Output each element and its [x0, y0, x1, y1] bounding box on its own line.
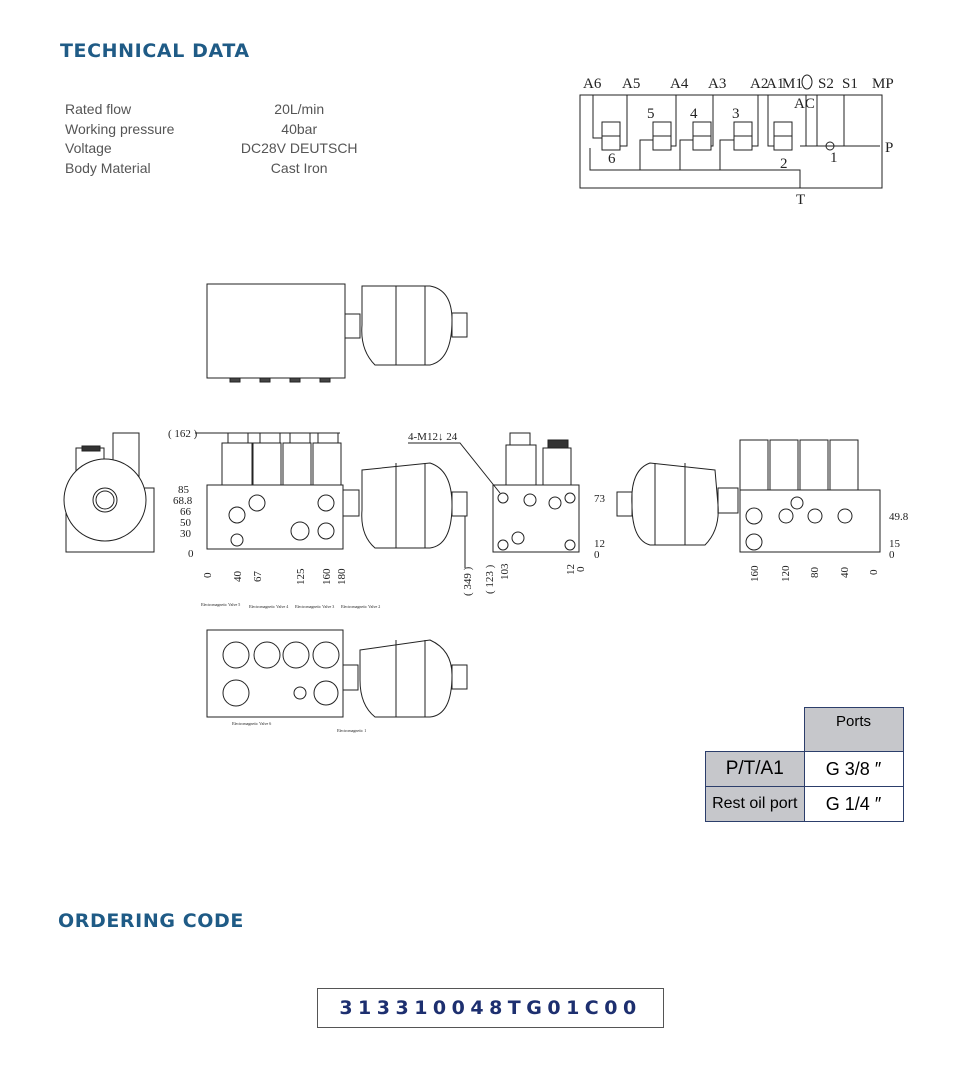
ports-header: Ports: [803, 707, 904, 752]
dimension-label: 49.8: [889, 511, 909, 523]
dimension-label: 12: [565, 564, 577, 575]
ports-table: Ports P/T/A1 G 3/8 ″ Rest oil port G 1/4…: [705, 707, 904, 822]
rear-view-drawing: 49.8 15 0 160 120 80 40 0: [616, 439, 909, 582]
tech-value: 40bar: [281, 120, 318, 137]
dimension-label: 0: [868, 569, 880, 575]
port-label: S1: [842, 76, 858, 92]
dimension-label: 0: [594, 549, 600, 561]
dimension-label: 160: [749, 565, 761, 582]
t-label: T: [796, 192, 805, 208]
dimension-label: 80: [809, 567, 821, 579]
dimension-label: 50: [180, 517, 192, 529]
port-label: MP: [872, 76, 894, 92]
dimension-label: 125: [295, 568, 307, 585]
hydraulic-schematic: A6 A5 A4 A3 A2 A1 M1 S2 S1 MP 6 5 4 3 2 …: [579, 74, 894, 208]
dimension-label: 0: [575, 566, 587, 572]
dimension-label: 85: [178, 484, 190, 496]
tech-row: Rated flow 20L/min: [65, 100, 385, 120]
dimension-label: 15: [889, 538, 901, 550]
port-label: S2: [818, 76, 834, 92]
valve-number: 4: [690, 106, 698, 122]
callout-label: Electromagnetic Valve 4: [249, 604, 288, 609]
ordering-code-box: 313310048TG01C00: [317, 988, 664, 1028]
dimension-label: 12: [594, 538, 605, 550]
dimension-label: ( 349 ): [462, 566, 474, 596]
dimension-label: 120: [780, 565, 792, 582]
bottom-view-drawing: Electromagnetic Valve 5 Electromagnetic …: [201, 602, 468, 733]
dimension-label: 40: [839, 567, 851, 579]
port-label: M1: [782, 76, 803, 92]
dimension-label: 0: [889, 549, 895, 561]
tech-row: Working pressure 40bar: [65, 120, 385, 140]
tech-label: Body Material: [65, 159, 151, 176]
side-view-drawing: 73 12 0 ( 123 ) 103 12 0: [408, 432, 606, 594]
port-size: G 1/4 ″: [803, 786, 904, 822]
valve-number: 2: [780, 156, 788, 172]
dimension-label: 103: [499, 563, 511, 580]
dimension-label: ( 123 ): [484, 564, 496, 594]
tech-row: Voltage DC28V DEUTSCH: [65, 139, 385, 159]
dimension-label: 160: [321, 568, 333, 585]
dimension-label: 68.8: [173, 495, 193, 507]
dimension-label: 73: [594, 493, 606, 505]
tech-label: Voltage: [65, 140, 112, 156]
table-row: P/T/A1 G 3/8 ″: [705, 751, 904, 787]
port-label: A3: [708, 76, 726, 92]
port-label: A1: [766, 76, 784, 92]
tech-value: 20L/min: [274, 101, 325, 117]
dimension-label: 66: [180, 506, 192, 518]
callout-label: Electromagnetic 1: [337, 728, 366, 733]
port-size: G 3/8 ″: [803, 751, 904, 787]
dimension-label: 30: [180, 528, 192, 540]
ac-label: AC: [794, 96, 815, 112]
tech-value: Cast Iron: [270, 159, 328, 176]
dimension-label: 67: [252, 571, 264, 583]
dimension-label: ( 162 ): [168, 428, 198, 440]
tech-value: DC28V DEUTSCH: [240, 140, 358, 156]
port-label: A6: [583, 76, 602, 92]
dimension-label: 40: [232, 571, 244, 583]
dimension-label: 180: [336, 568, 348, 585]
thread-note: 4-M12↓ 24: [408, 431, 458, 443]
end-view-drawing: [63, 432, 155, 553]
callout-label: Electromagnetic Valve 3: [295, 604, 334, 609]
valve-number: 6: [608, 151, 616, 167]
port-name: P/T/A1: [705, 751, 805, 787]
port-label: A4: [670, 76, 689, 92]
tech-row: Body Material Cast Iron: [65, 159, 385, 179]
front-view-drawing: ( 162 ) 85 68.8 66 50 30 0 0 40 67 125 1…: [168, 428, 474, 596]
ordering-code-heading: ORDERING CODE: [58, 910, 244, 932]
port-label: A2: [750, 76, 768, 92]
callout-label: Electromagnetic Valve 6: [232, 721, 271, 726]
technical-data-heading: TECHNICAL DATA: [60, 40, 250, 62]
callout-label: Electromagnetic Valve 2: [341, 604, 380, 609]
port-label: A5: [622, 76, 640, 92]
tech-label: Rated flow: [65, 101, 132, 117]
dimension-label: 0: [188, 548, 194, 560]
dimension-label: 0: [202, 572, 214, 578]
tech-label: Working pressure: [65, 120, 175, 137]
valve-number: 1: [830, 150, 838, 166]
p-label: P: [885, 140, 893, 156]
valve-number: 5: [647, 106, 655, 122]
valve-number: 3: [732, 106, 740, 122]
top-view-drawing: [206, 283, 468, 383]
callout-label: Electromagnetic Valve 5: [201, 602, 240, 607]
port-name: Rest oil port: [705, 786, 805, 822]
table-row: Rest oil port G 1/4 ″: [705, 786, 904, 822]
